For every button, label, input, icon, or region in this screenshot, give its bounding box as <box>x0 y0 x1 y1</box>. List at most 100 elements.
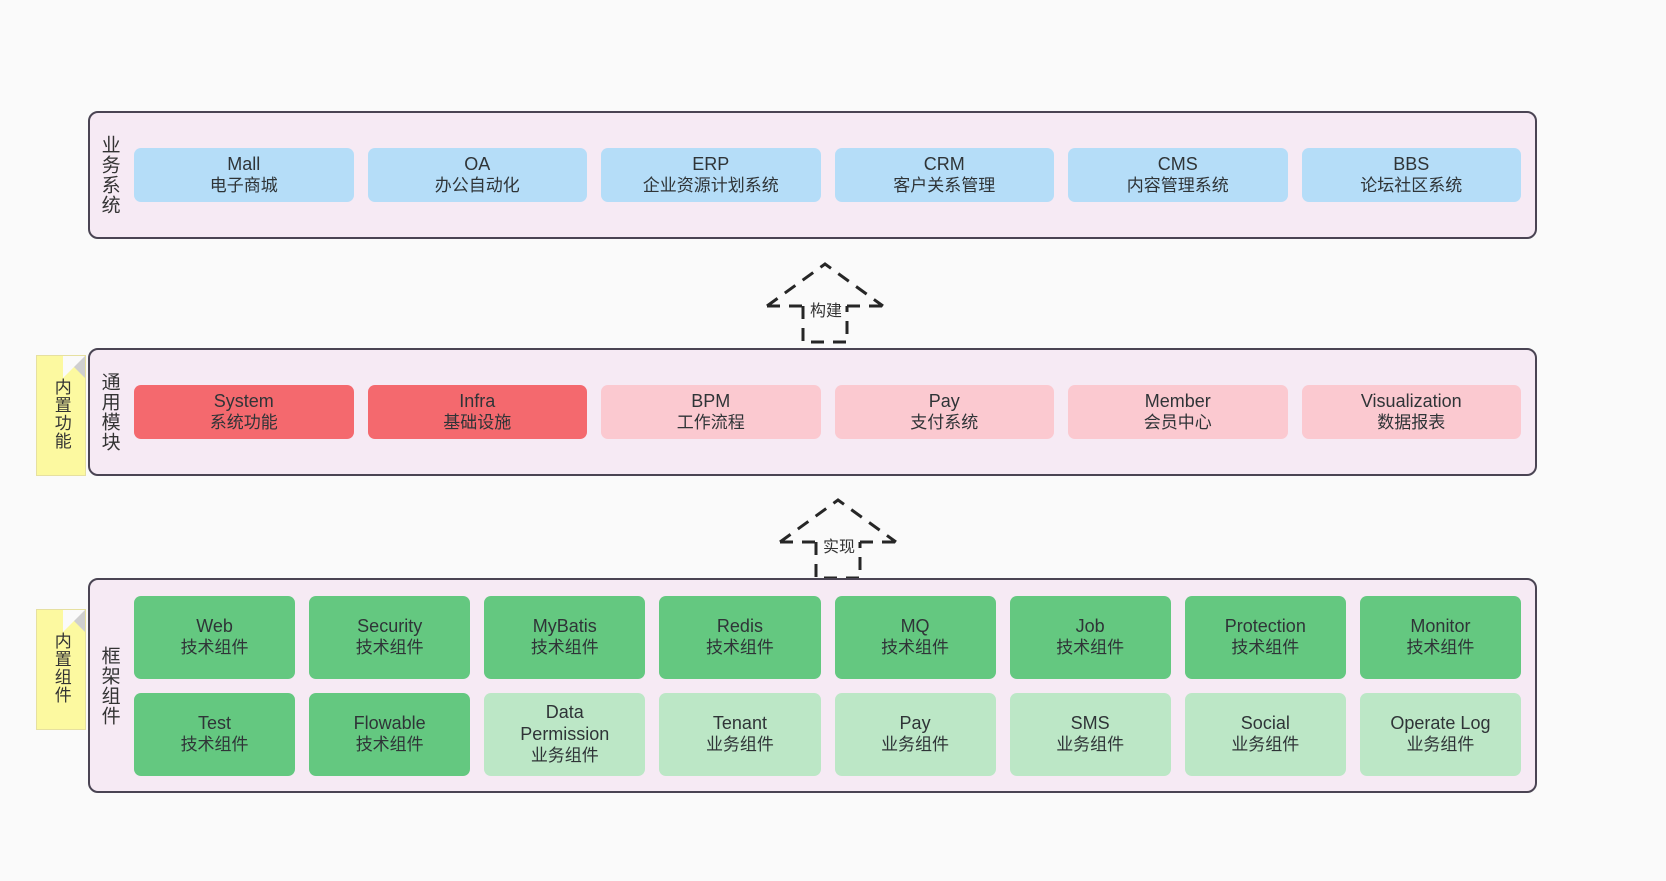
node-title-cn: 技术组件 <box>355 637 424 657</box>
node-job[interactable]: Job 技术组件 <box>1009 595 1171 679</box>
node-title-en: Monitor <box>1410 615 1471 636</box>
node-oa[interactable]: OA 办公自动化 <box>367 147 587 203</box>
node-operate-log[interactable]: Operate Log 业务组件 <box>1359 692 1521 776</box>
node-title-cn: 业务组件 <box>1406 734 1475 754</box>
node-title-en: SMS <box>1070 712 1110 733</box>
node-title-cn: 技术组件 <box>705 637 774 657</box>
node-bbs[interactable]: BBS 论坛社区系统 <box>1301 147 1521 203</box>
node-title-cn: 业务组件 <box>1056 734 1125 754</box>
layer-common-module: 通用模块 System 系统功能 Infra 基础设施 BPM 工作流程 Pay <box>88 348 1537 476</box>
business-node-row: Mall 电子商城 OA 办公自动化 ERP 企业资源计划系统 CRM 客户关系… <box>134 147 1521 203</box>
node-title-cn: 业务组件 <box>1231 734 1300 754</box>
node-title-cn: 会员中心 <box>1143 412 1212 432</box>
node-title-en: System <box>213 390 274 411</box>
connector-implement: 实现 <box>768 494 918 580</box>
sticky-note-builtin-components: 内置组件 <box>36 609 86 730</box>
node-mybatis[interactable]: MyBatis 技术组件 <box>484 595 646 679</box>
node-title-en: Mall <box>227 153 261 174</box>
node-redis[interactable]: Redis 技术组件 <box>659 595 821 679</box>
node-visualization[interactable]: Visualization 数据报表 <box>1301 384 1521 440</box>
sticky-note-label: 内置功能 <box>51 377 71 450</box>
sticky-fold-cover <box>63 610 85 632</box>
sticky-fold-cover <box>63 356 85 378</box>
node-mall[interactable]: Mall 电子商城 <box>134 147 354 203</box>
node-title-en: Member <box>1144 390 1211 411</box>
layer-body-common-module: System 系统功能 Infra 基础设施 BPM 工作流程 Pay 支付系统… <box>128 350 1535 474</box>
node-infra[interactable]: Infra 基础设施 <box>367 384 587 440</box>
node-title-cn: 客户关系管理 <box>893 175 996 195</box>
node-system[interactable]: System 系统功能 <box>134 384 354 440</box>
node-title-cn: 技术组件 <box>355 734 424 754</box>
node-title-cn: 系统功能 <box>209 412 278 432</box>
node-social[interactable]: Social 业务组件 <box>1184 692 1346 776</box>
node-title-en: Web <box>196 615 233 636</box>
node-bpm[interactable]: BPM 工作流程 <box>601 384 821 440</box>
layer-body-framework-component: Web 技术组件 Security 技术组件 MyBatis 技术组件 Redi… <box>128 580 1535 791</box>
node-title-cn: 技术组件 <box>881 637 950 657</box>
layer-business-system: 业务系统 Mall 电子商城 OA 办公自动化 ERP 企业资源计划系统 CRM <box>88 111 1537 239</box>
node-title-cn: 工作流程 <box>676 412 745 432</box>
node-monitor[interactable]: Monitor 技术组件 <box>1359 595 1521 679</box>
node-protection[interactable]: Protection 技术组件 <box>1184 595 1346 679</box>
node-title-en: Pay <box>928 390 960 411</box>
node-title-en: OA <box>464 153 491 174</box>
node-title-cn: 论坛社区系统 <box>1360 175 1463 195</box>
node-title-cn: 支付系统 <box>910 412 979 432</box>
node-title-en: Protection <box>1224 615 1306 636</box>
node-title-en: Operate Log <box>1390 712 1491 733</box>
node-title-cn: 技术组件 <box>180 734 249 754</box>
node-web[interactable]: Web 技术组件 <box>134 595 296 679</box>
node-test[interactable]: Test 技术组件 <box>134 692 296 776</box>
layer-body-business-system: Mall 电子商城 OA 办公自动化 ERP 企业资源计划系统 CRM 客户关系… <box>128 113 1535 237</box>
framework-node-row-technical: Web 技术组件 Security 技术组件 MyBatis 技术组件 Redi… <box>134 595 1521 679</box>
node-title-en: Tenant <box>712 712 767 733</box>
node-title-cn: 基础设施 <box>443 412 512 432</box>
node-title-cn: 技术组件 <box>1406 637 1475 657</box>
node-title-cn: 业务组件 <box>530 745 599 765</box>
node-title-en: Infra <box>459 390 496 411</box>
node-title-cn: 技术组件 <box>1056 637 1125 657</box>
node-title-en: BPM <box>691 390 731 411</box>
layer-framework-component: 框架组件 Web 技术组件 Security 技术组件 MyBatis 技术组件… <box>88 578 1537 793</box>
node-title-en: MyBatis <box>532 615 597 636</box>
node-title-en: Security <box>357 615 423 636</box>
layer-title-framework-component: 框架组件 <box>98 645 120 726</box>
connector-build: 构建 <box>755 258 905 344</box>
node-title-cn: 办公自动化 <box>434 175 520 195</box>
node-title-en: Flowable <box>353 712 426 733</box>
node-title-en: CMS <box>1157 153 1198 174</box>
node-erp[interactable]: ERP 企业资源计划系统 <box>601 147 821 203</box>
node-title-cn: 数据报表 <box>1377 412 1446 432</box>
node-title-en: Data Permission <box>520 701 610 744</box>
layer-title-common-module: 通用模块 <box>98 372 120 452</box>
node-title-en: MQ <box>900 615 930 636</box>
node-member[interactable]: Member 会员中心 <box>1068 384 1288 440</box>
node-security[interactable]: Security 技术组件 <box>309 595 471 679</box>
node-data-permission[interactable]: Data Permission 业务组件 <box>484 692 646 776</box>
node-cms[interactable]: CMS 内容管理系统 <box>1068 147 1288 203</box>
node-title-cn: 电子商城 <box>209 175 278 195</box>
connector-build-arrow <box>766 262 884 344</box>
node-title-en: ERP <box>692 153 730 174</box>
common-node-row: System 系统功能 Infra 基础设施 BPM 工作流程 Pay 支付系统… <box>134 384 1521 440</box>
sticky-note-builtin-features: 内置功能 <box>36 355 86 476</box>
node-mq[interactable]: MQ 技术组件 <box>834 595 996 679</box>
framework-node-row-business: Test 技术组件 Flowable 技术组件 Data Permission … <box>134 692 1521 776</box>
node-pay-component[interactable]: Pay 业务组件 <box>834 692 996 776</box>
node-title-cn: 技术组件 <box>180 637 249 657</box>
node-title-en: Test <box>198 712 232 733</box>
node-title-en: CRM <box>923 153 965 174</box>
node-flowable[interactable]: Flowable 技术组件 <box>309 692 471 776</box>
node-title-en: Job <box>1075 615 1105 636</box>
node-title-cn: 内容管理系统 <box>1126 175 1229 195</box>
layer-title-business-system: 业务系统 <box>98 135 120 215</box>
sticky-note-label: 内置组件 <box>51 631 71 704</box>
node-title-cn: 业务组件 <box>705 734 774 754</box>
node-title-en: BBS <box>1393 153 1430 174</box>
node-pay-module[interactable]: Pay 支付系统 <box>834 384 1054 440</box>
node-tenant[interactable]: Tenant 业务组件 <box>659 692 821 776</box>
node-crm[interactable]: CRM 客户关系管理 <box>834 147 1054 203</box>
connector-build-label: 构建 <box>810 303 843 320</box>
node-sms[interactable]: SMS 业务组件 <box>1009 692 1171 776</box>
